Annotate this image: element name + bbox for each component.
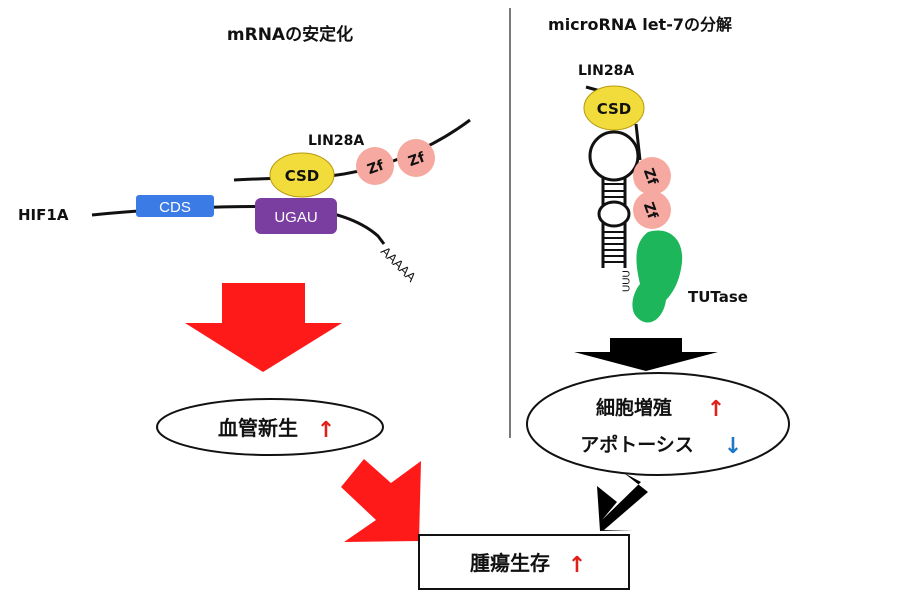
apoptosis-label: アポトーシス	[580, 433, 694, 456]
lin28a-backbone-left	[233, 118, 471, 182]
zf-label-left-1: Zf	[365, 157, 387, 178]
lin28a-linker-right	[634, 123, 642, 161]
zf-circle-right-1	[633, 157, 671, 195]
cds-box	[136, 195, 214, 217]
hairpin-bulge	[597, 200, 631, 228]
zf-label-right-1: Zf	[640, 166, 661, 188]
uuu-label: UUU	[622, 270, 633, 292]
ugau-box	[255, 198, 337, 234]
zf-label-left-2: Zf	[406, 149, 428, 170]
tumor-survival-up-arrow: ↑	[568, 553, 586, 578]
zf-circle-left-2	[397, 139, 435, 177]
red-down-arrow	[185, 283, 342, 372]
csd-ellipse-right	[583, 85, 645, 131]
polya-label: AAAAA	[378, 244, 419, 285]
csd-label-left: CSD	[285, 167, 320, 185]
zf-circle-left-1	[356, 147, 394, 185]
angiogenesis-up-arrow: ↑	[317, 418, 335, 443]
tumor-survival-label: 腫瘍生存	[470, 551, 550, 575]
hairpin-base-pairs	[603, 183, 625, 263]
proliferation-label: 細胞増殖	[596, 396, 672, 419]
apoptosis-down-arrow: ↓	[724, 434, 742, 459]
proliferation-up-arrow: ↑	[707, 397, 725, 422]
zf-label-right-2: Zf	[640, 200, 661, 222]
csd-label-right: CSD	[597, 100, 632, 118]
hairpin-terminal-loop	[588, 130, 640, 182]
black-diagonal-arrow	[597, 473, 648, 531]
tutase-label: TUTase	[688, 288, 748, 306]
left-title: mRNAの安定化	[227, 24, 353, 45]
cds-label: CDS	[159, 199, 191, 216]
lin28a-label-right: LIN28A	[578, 63, 634, 79]
red-diagonal-arrow	[341, 459, 421, 542]
tumor-survival-box	[418, 534, 630, 590]
ugau-label: UGAU	[274, 209, 317, 226]
uuu-tail: UUU	[622, 270, 633, 292]
proliferation-ellipse	[526, 372, 790, 476]
csd-ellipse-left	[269, 152, 335, 198]
zf-circle-right-2	[633, 191, 671, 229]
tutase-blob	[632, 230, 683, 323]
angiogenesis-ellipse	[156, 398, 384, 456]
hif1a-mrna-strand	[91, 204, 386, 245]
right-title: microRNA let-7の分解	[548, 15, 732, 34]
angiogenesis-label: 血管新生	[218, 416, 298, 440]
hif1a-label: HIF1A	[18, 206, 69, 224]
black-down-arrow	[574, 338, 718, 371]
lin28a-label-left: LIN28A	[308, 133, 364, 149]
